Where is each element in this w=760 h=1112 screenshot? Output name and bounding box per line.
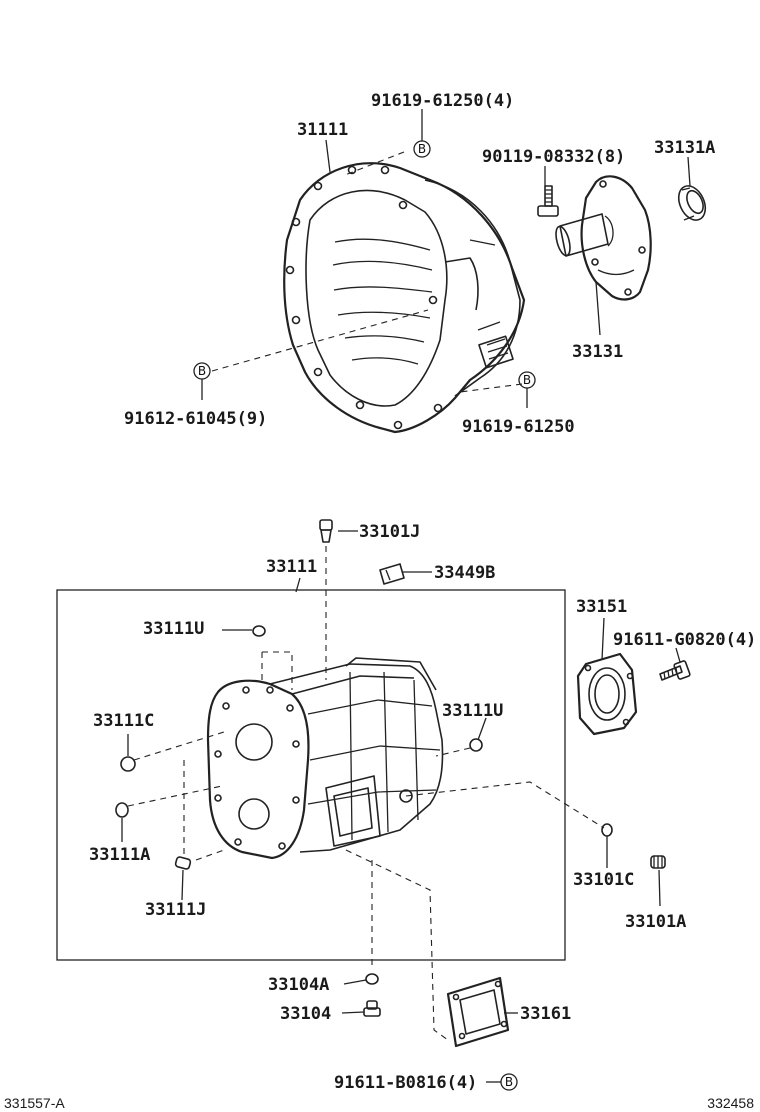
oil-seal-drawing xyxy=(677,185,707,221)
part-label-33161: 33161 xyxy=(520,1004,571,1024)
svg-text:B: B xyxy=(505,1075,513,1089)
bolt-91611-g0820-drawing xyxy=(659,660,691,681)
part-label-33101C: 33101C xyxy=(573,870,634,890)
part-label-33104A: 33104A xyxy=(268,975,329,995)
rear-cover-drawing xyxy=(555,175,652,301)
part-label-33104: 33104 xyxy=(280,1004,331,1024)
figure-code-left: 331557-A xyxy=(4,1095,65,1111)
part-label-33111A: 33111A xyxy=(89,845,150,865)
assembly-frame-33111 xyxy=(56,589,566,961)
part-label-90119-08332-8: 90119-08332(8) xyxy=(482,147,625,167)
washer-33104a-drawing xyxy=(365,973,379,985)
part-label-33111J: 33111J xyxy=(145,900,206,920)
part-label-33151: 33151 xyxy=(576,597,627,617)
part-label-33101J: 33101J xyxy=(359,522,420,542)
callout-marker-b-left: B xyxy=(193,362,211,380)
svg-text:B: B xyxy=(523,373,531,387)
plug-33111u-top-drawing xyxy=(252,625,266,637)
plug-33111c-drawing xyxy=(120,756,136,772)
part-label-91612-61045-9: 91612-61045(9) xyxy=(124,409,267,429)
breather-33101j-drawing xyxy=(319,519,333,543)
plug-33101a-drawing xyxy=(650,855,666,869)
pin-33111j-drawing xyxy=(174,856,192,870)
part-label-33111U-right: 33111U xyxy=(442,701,503,721)
figure-code-right: 332458 xyxy=(707,1095,754,1111)
clip-33449b-drawing xyxy=(379,563,405,585)
part-label-33449B: 33449B xyxy=(434,563,495,583)
part-label-91619-61250: 91619-61250 xyxy=(462,417,575,437)
part-label-31111: 31111 xyxy=(297,120,348,140)
part-label-33131: 33131 xyxy=(572,342,623,362)
part-label-33101A: 33101A xyxy=(625,912,686,932)
callout-marker-b-right: B xyxy=(518,371,536,389)
pto-cover-drawing xyxy=(446,976,510,1048)
part-label-91611-B0816-4: 91611-B0816(4) xyxy=(334,1073,477,1093)
plug-33104-drawing xyxy=(363,1000,381,1017)
plug-33111a-drawing xyxy=(115,802,129,818)
part-label-33111U-top: 33111U xyxy=(143,619,204,639)
part-label-91611-G0820-4: 91611-G0820(4) xyxy=(613,630,756,650)
part-label-33111: 33111 xyxy=(266,557,317,577)
callout-marker-b-bottom: B xyxy=(500,1073,518,1091)
clutch-housing-drawing xyxy=(283,162,526,434)
plug-33111u-right-drawing xyxy=(469,738,483,752)
bolt-90119-drawing xyxy=(537,185,559,217)
part-label-33111C: 33111C xyxy=(93,711,154,731)
part-label-91619-61250-4: 91619-61250(4) xyxy=(371,91,514,111)
svg-text:B: B xyxy=(198,364,206,378)
svg-text:B: B xyxy=(418,142,426,156)
part-label-33131A: 33131A xyxy=(654,138,715,158)
gasket-33101c-drawing xyxy=(601,823,613,837)
transmission-case-drawing xyxy=(206,657,444,860)
callout-marker-b-top: B xyxy=(413,140,431,158)
cover-33151-drawing xyxy=(576,652,638,736)
